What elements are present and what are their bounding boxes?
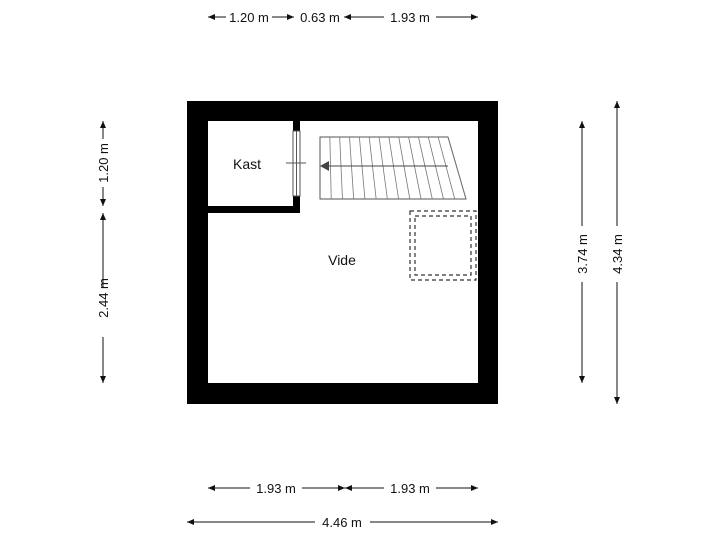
dim-bottom-1: 1.93 m — [256, 481, 296, 496]
stair-tread — [398, 136, 411, 200]
staircase — [319, 136, 467, 200]
outer-walls — [187, 101, 498, 404]
dim-right-outer: 4.34 m — [610, 234, 625, 274]
stair-tread — [388, 136, 400, 200]
dim-top-3: 1.93 m — [390, 10, 430, 25]
closet-door — [286, 130, 306, 197]
dim-top-2: 0.63 m — [300, 10, 340, 25]
dim-left-2: 2.44 m — [96, 278, 111, 318]
dim-left-1: 1.20 m — [96, 143, 111, 183]
dimension-right — [579, 101, 620, 404]
stair-tread — [447, 136, 467, 200]
dashed-opening — [409, 210, 477, 281]
stair-arrow-head — [320, 161, 329, 171]
stair-tread — [427, 136, 444, 200]
room-label-kast: Kast — [233, 156, 261, 172]
stair-tread — [368, 136, 377, 200]
stair-tread — [329, 136, 332, 200]
dim-top-1: 1.20 m — [229, 10, 269, 25]
stair-tread — [408, 136, 422, 200]
dim-bottom-2: 1.93 m — [390, 481, 430, 496]
closet-walls — [208, 121, 300, 213]
stair-tread — [339, 136, 343, 200]
stair-tread — [358, 136, 366, 200]
stair-tread — [437, 136, 456, 200]
stair-tread — [349, 136, 355, 200]
dim-right-inner: 3.74 m — [575, 234, 590, 274]
room-label-vide: Vide — [328, 252, 356, 268]
dim-bottom-total: 4.46 m — [322, 515, 362, 530]
stair-tread — [378, 136, 388, 200]
stair-tread — [418, 136, 433, 200]
